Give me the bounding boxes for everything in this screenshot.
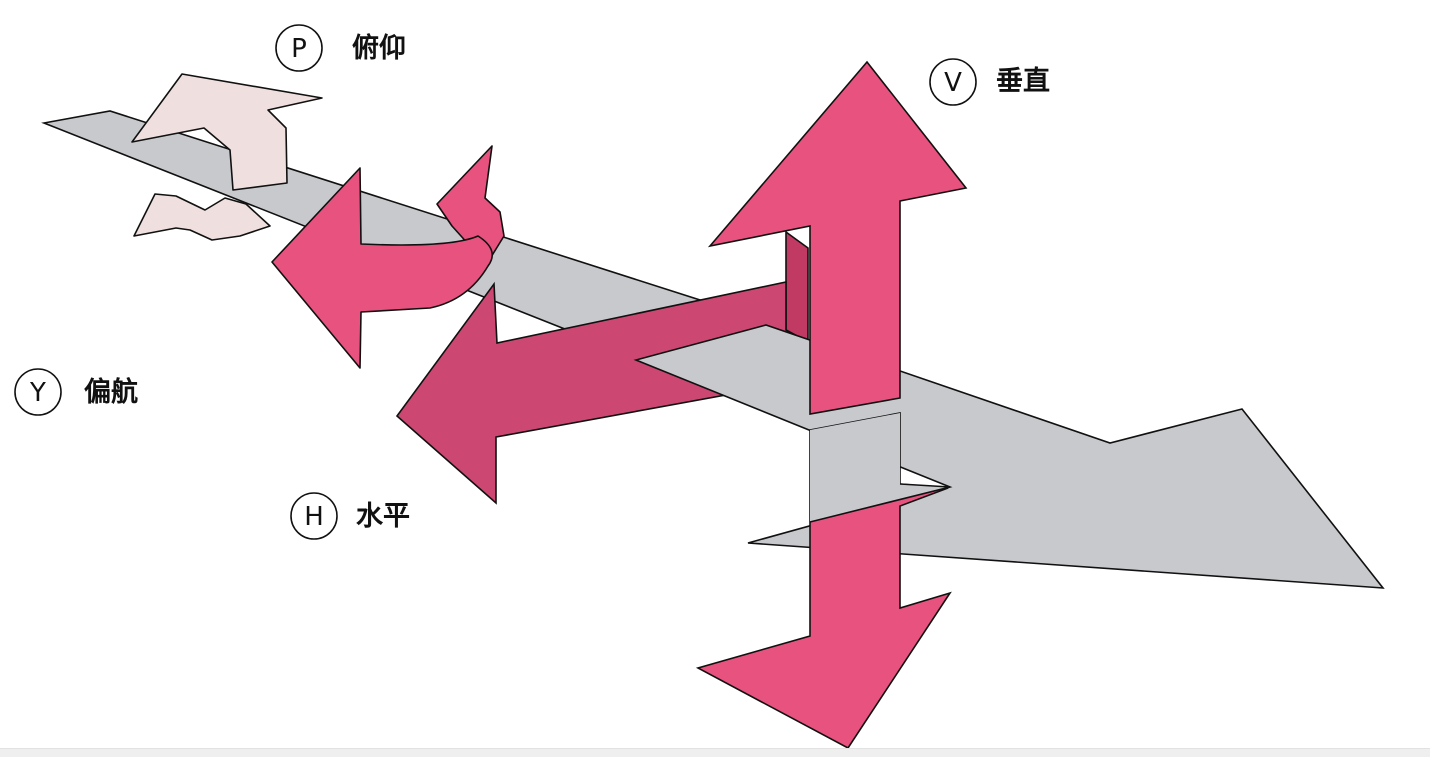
yaw-arrow-head [271, 167, 494, 369]
horizontal-label-text: 水平 [356, 501, 410, 532]
body-overlap-edge [809, 483, 951, 523]
horizontal-letter: H [304, 502, 324, 532]
horizontal-arrow-back-face [785, 230, 809, 344]
horizontal-letter-circle [290, 492, 338, 540]
yaw-label: Y 偏航 [14, 368, 138, 416]
pitch-label: P 俯仰 [275, 24, 406, 72]
vertical-label-text: 垂直 [996, 66, 1050, 97]
pitch-label-text: 俯仰 [352, 32, 406, 64]
bottom-rule [0, 748, 1430, 757]
horizontal-label: H 水平 [290, 492, 410, 540]
pitch-arrow-upper [131, 73, 323, 191]
yaw-rotation-icon [271, 145, 505, 369]
yaw-arrow-tail [436, 145, 505, 263]
vertical-label: V 垂直 [929, 58, 1050, 106]
pitch-letter: P [291, 34, 307, 64]
vertical-arrow-upper [707, 60, 968, 415]
body-front-shape [633, 324, 1385, 589]
yaw-letter: Y [29, 378, 46, 408]
pitch-rotation-icon [131, 73, 323, 241]
pitch-arrow-lower [133, 193, 271, 241]
vertical-letter: V [944, 68, 962, 98]
pitch-letter-circle [275, 24, 323, 72]
yaw-label-text: 偏航 [84, 376, 138, 408]
vertical-letter-circle [929, 58, 977, 106]
body-overlap-shape [810, 413, 950, 522]
yaw-letter-circle [14, 368, 62, 416]
